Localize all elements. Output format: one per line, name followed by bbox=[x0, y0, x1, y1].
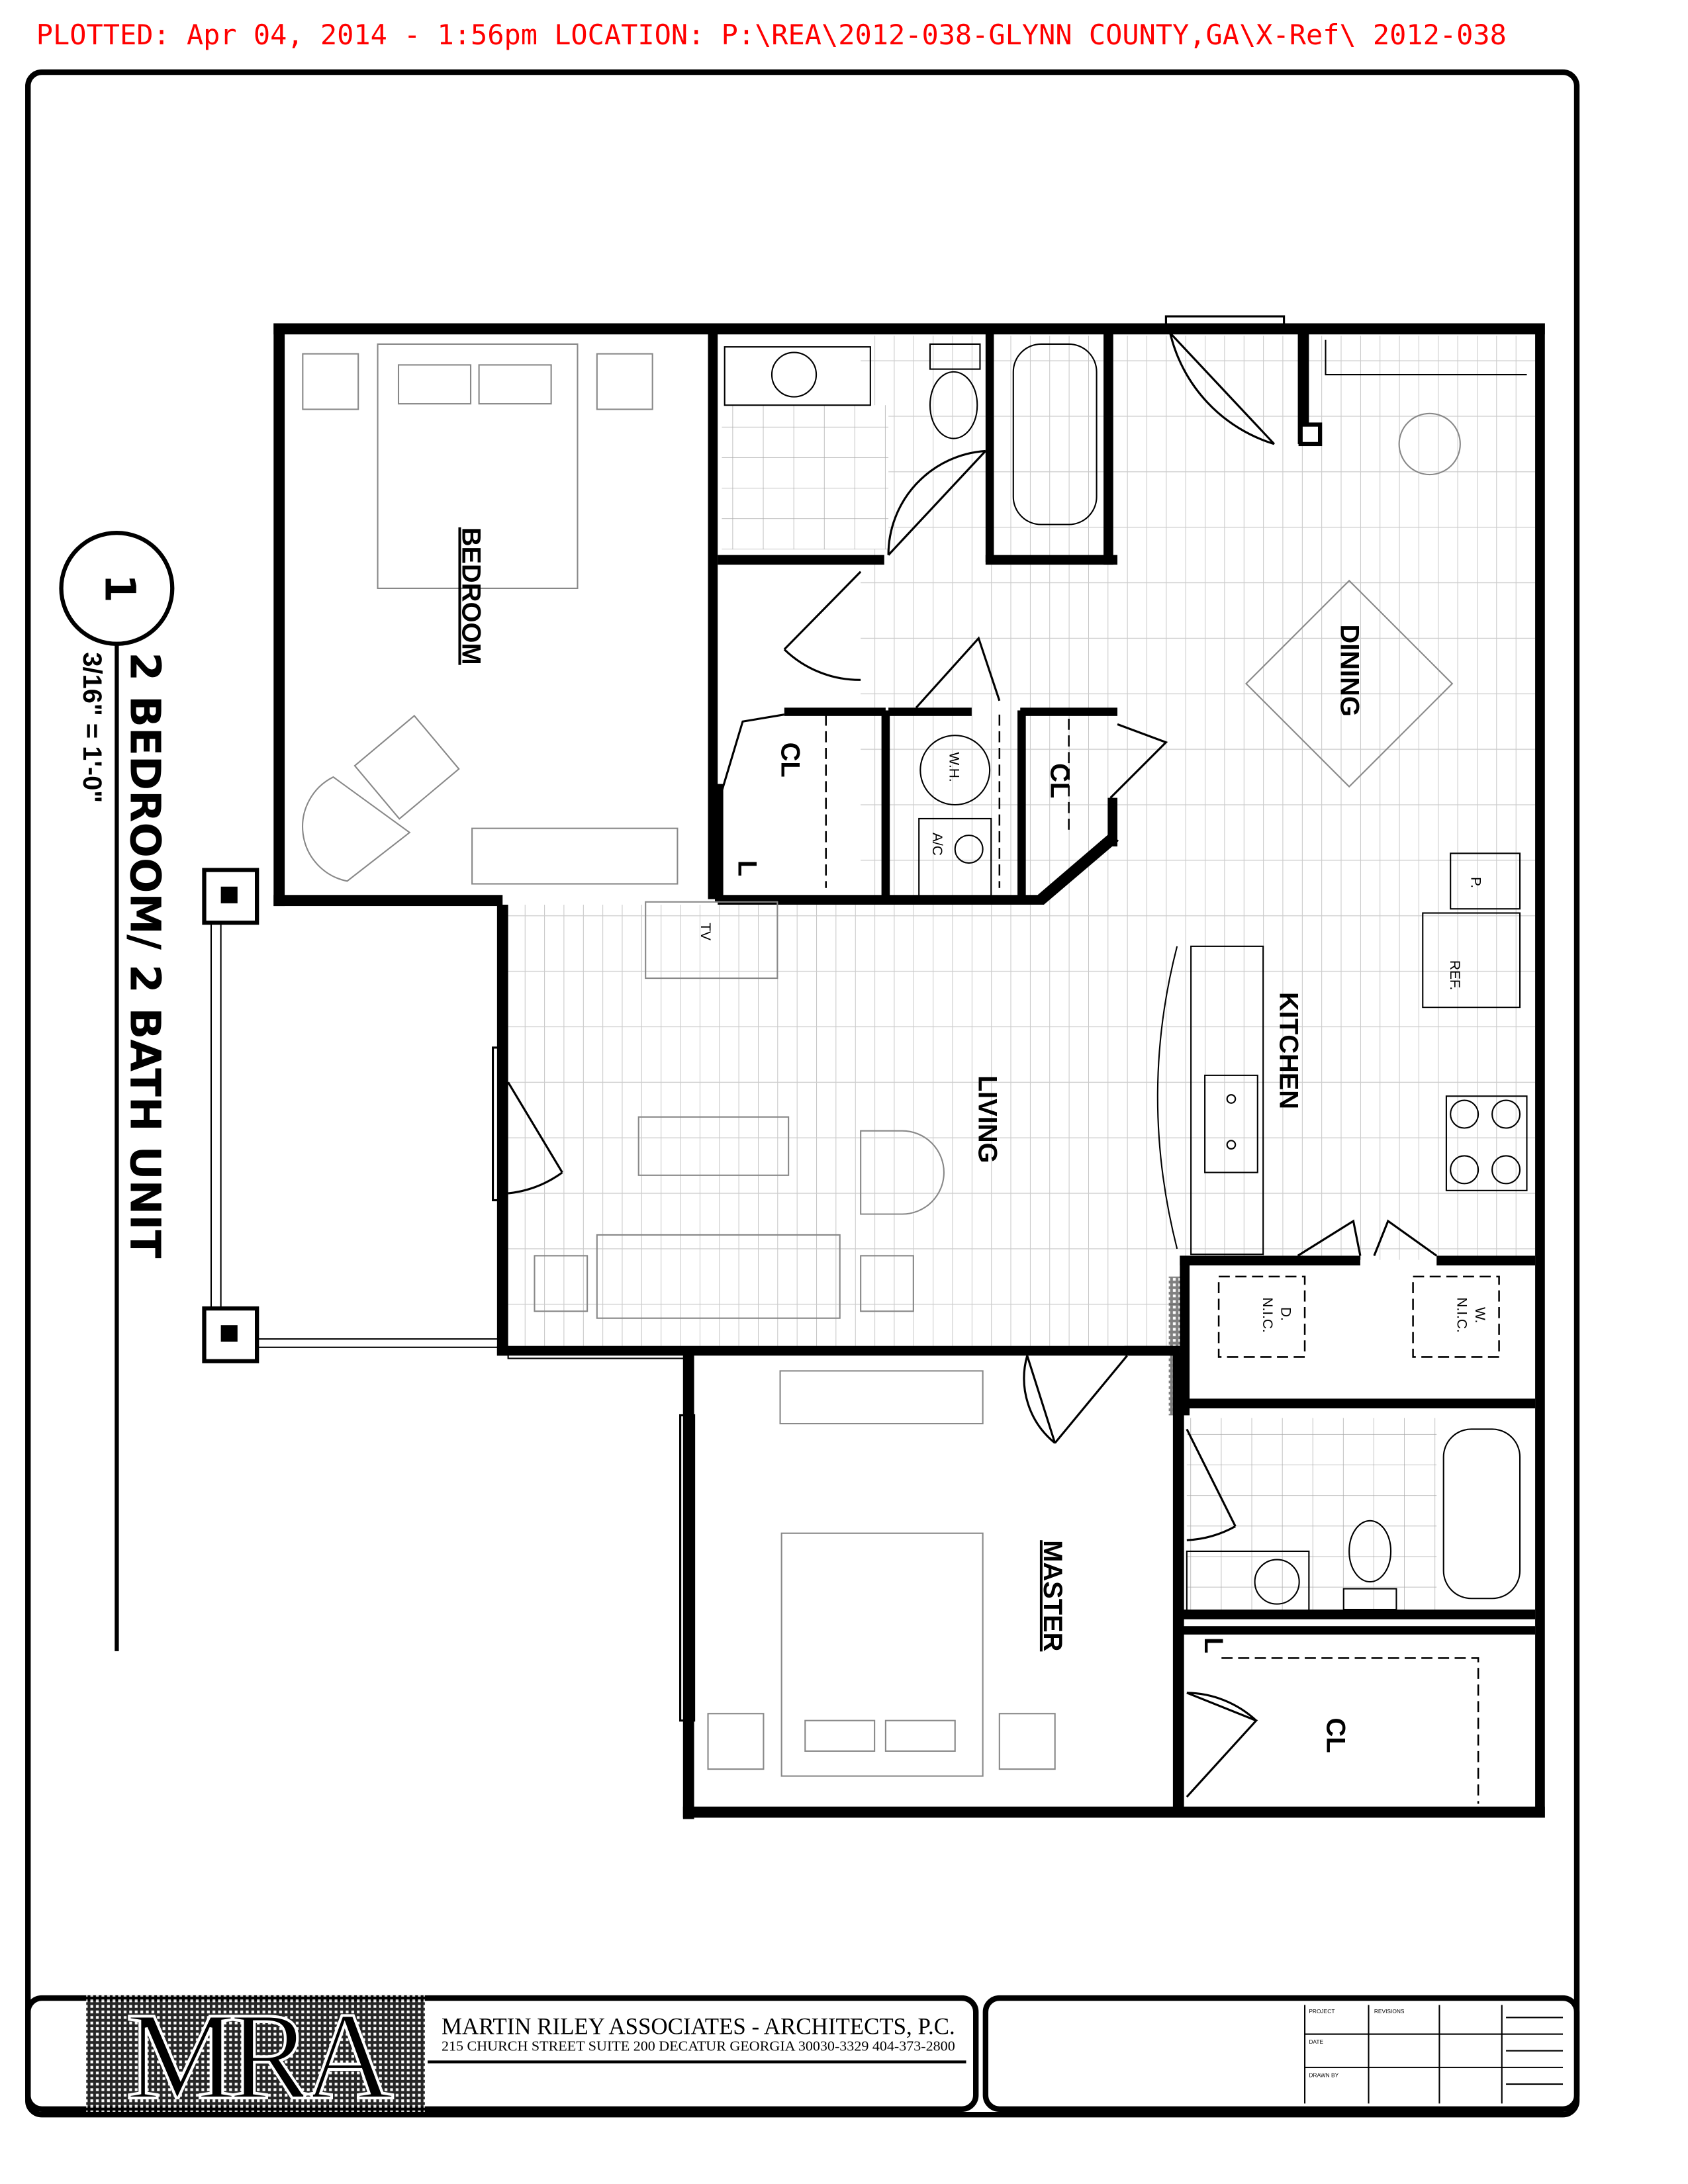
doors-windows bbox=[277, 315, 1438, 1798]
detail-number: 1 bbox=[96, 574, 144, 603]
sheet-border bbox=[25, 69, 1580, 2118]
label-living: LIVING bbox=[972, 1075, 1002, 1163]
drawing-title-text: 2 BEDROOM/ 2 BATH UNIT bbox=[120, 652, 169, 1258]
label-dryer-nic: N.I.C. bbox=[1260, 1297, 1275, 1333]
furniture bbox=[302, 340, 1528, 1804]
floor-finishes bbox=[508, 336, 1536, 1613]
label-refrigerator: REF. bbox=[1447, 960, 1462, 990]
label-linen-1: L bbox=[733, 860, 762, 876]
label-tv: TV bbox=[698, 923, 713, 940]
label-pantry: P. bbox=[1468, 877, 1483, 888]
room-labels: BEDROOM CL L W.H. A/C CL DINING KITCHEN … bbox=[456, 527, 1487, 1753]
project-label: PROJECT bbox=[1309, 2008, 1335, 2015]
walls bbox=[273, 323, 1545, 1819]
date-label: DATE bbox=[1309, 2038, 1323, 2045]
drawing-title: 1 2 BEDROOM/ 2 BATH UNIT 3/16" = 1'-0" bbox=[59, 530, 175, 1651]
label-master: MASTER bbox=[1038, 1540, 1067, 1651]
label-closet-1: CL bbox=[776, 743, 805, 778]
label-washer-nic: N.I.C. bbox=[1454, 1297, 1470, 1333]
label-water-heater: W.H. bbox=[946, 752, 961, 782]
label-dining: DINING bbox=[1335, 624, 1364, 716]
revisions-label: REVISIONS bbox=[1374, 2008, 1405, 2015]
label-linen-2: L bbox=[1199, 1637, 1228, 1653]
balcony bbox=[202, 868, 690, 1363]
drawing-scale: 3/16" = 1'-0" bbox=[77, 652, 107, 803]
label-ac: A/C bbox=[929, 833, 945, 856]
label-washer: W. bbox=[1472, 1307, 1487, 1323]
firm-address: 215 CHURCH STREET SUITE 200 DECATUR GEOR… bbox=[442, 2038, 955, 2054]
label-closet-3: CL bbox=[1321, 1718, 1350, 1753]
label-kitchen: KITCHEN bbox=[1274, 992, 1303, 1109]
firm-logo: MRA bbox=[126, 1987, 393, 2125]
title-block: MRA MARTIN RILEY ASSOCIATES - ARCHITECTS… bbox=[25, 1985, 1580, 2126]
drawn-by-label: DRAWN BY bbox=[1309, 2072, 1338, 2079]
label-closet-2: CL bbox=[1045, 763, 1074, 798]
label-dryer: D. bbox=[1278, 1307, 1293, 1321]
label-bedroom: BEDROOM bbox=[456, 527, 485, 665]
plot-stamp: PLOTTED: Apr 04, 2014 - 1:56pm LOCATION:… bbox=[36, 19, 1507, 51]
firm-name: MARTIN RILEY ASSOCIATES - ARCHITECTS, P.… bbox=[442, 2013, 955, 2040]
